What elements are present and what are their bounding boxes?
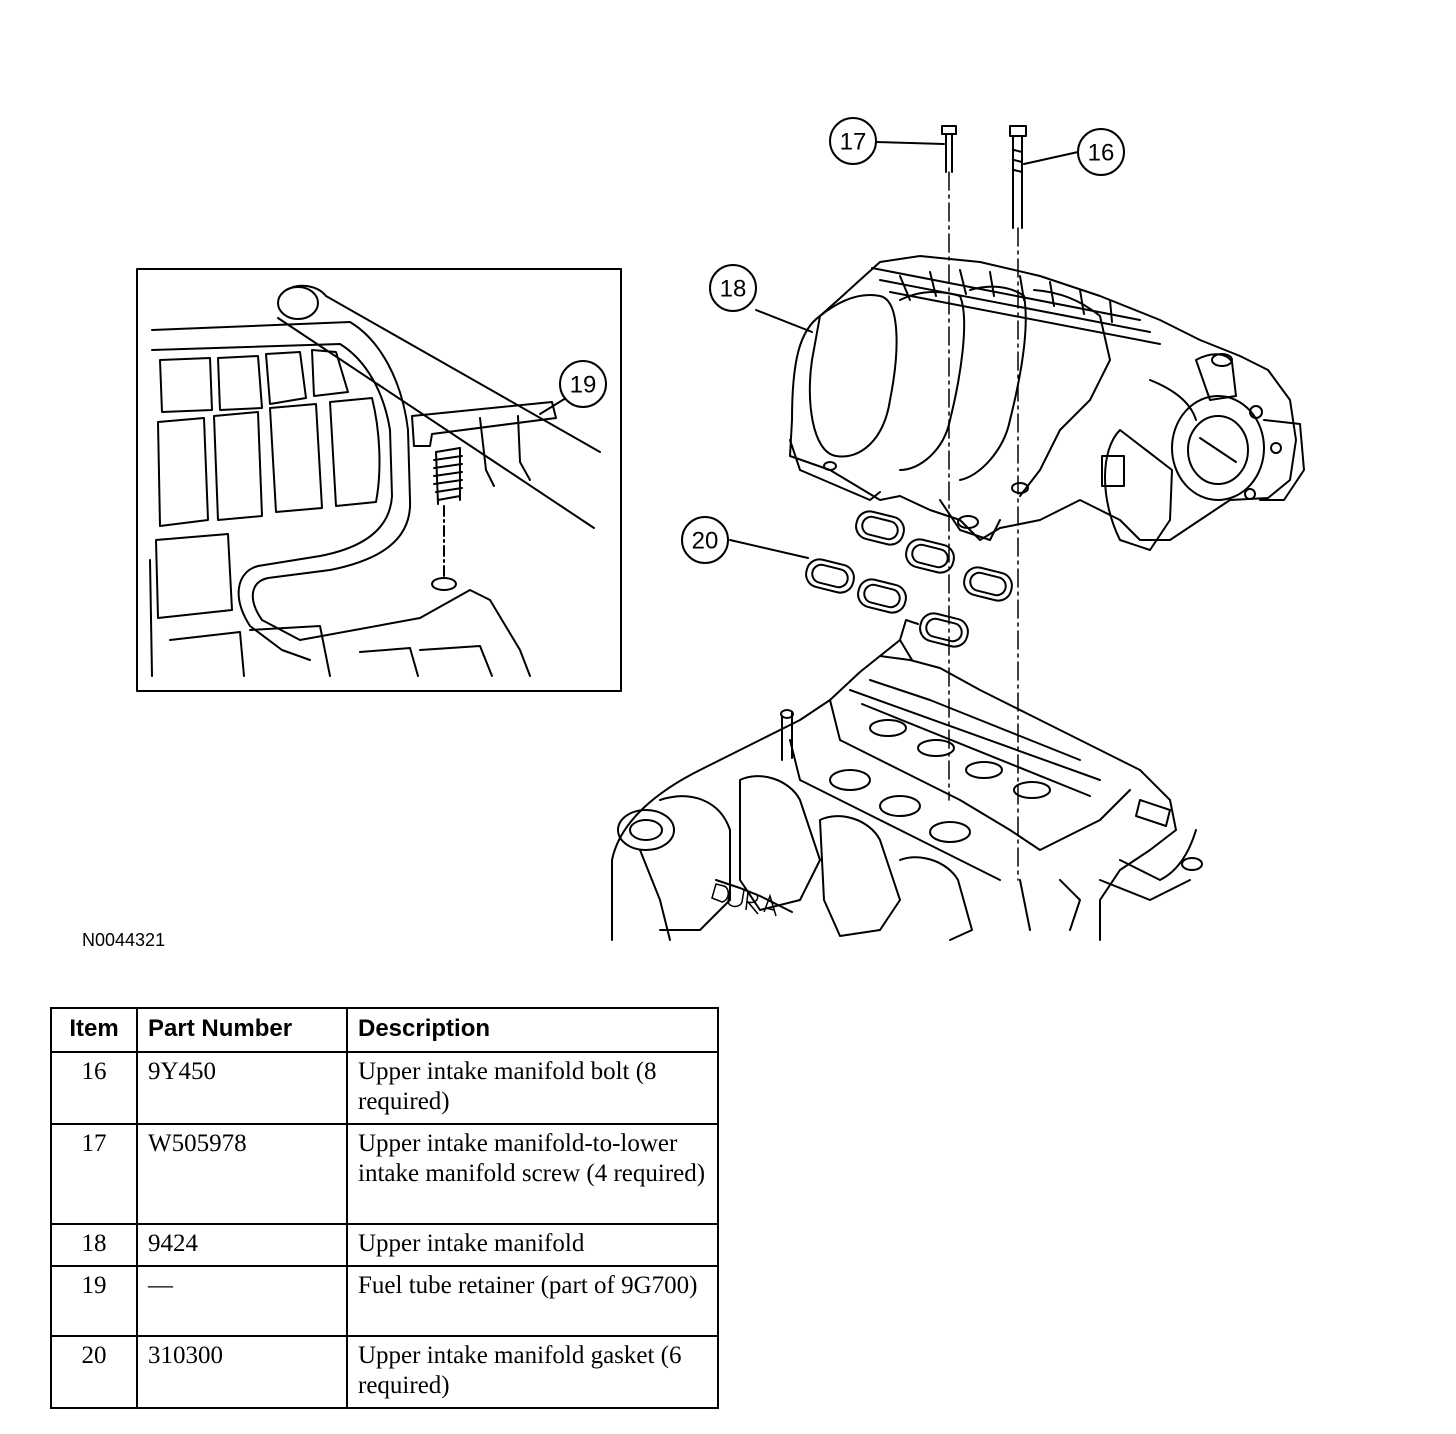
callout-17: 17 xyxy=(829,117,877,165)
cell-item: 19 xyxy=(50,1265,138,1337)
exploded-view-diagram: 17 16 18 19 20 xyxy=(136,117,1305,941)
cell-part-number: W505978 xyxy=(136,1123,348,1225)
cell-part-number: 9Y450 xyxy=(136,1051,348,1125)
header-description: Description xyxy=(346,1007,719,1053)
manifold-gaskets xyxy=(729,510,1013,648)
svg-text:20: 20 xyxy=(692,528,719,555)
callout-20: 20 xyxy=(681,516,729,564)
bolt-16 xyxy=(1009,125,1079,881)
engine-lower-manifold xyxy=(611,619,1203,941)
upper-intake-manifold xyxy=(755,255,1305,551)
cell-description: Fuel tube retainer (part of 9G700) xyxy=(346,1265,719,1337)
header-part-number: Part Number xyxy=(136,1007,348,1053)
header-item: Item xyxy=(50,1007,138,1053)
table-row: 20 310300 Upper intake manifold gasket (… xyxy=(50,1335,719,1409)
callout-16: 16 xyxy=(1077,128,1125,176)
parts-table: Item Part Number Description 16 9Y450 Up… xyxy=(50,1007,719,1409)
cell-part-number: 9424 xyxy=(136,1223,348,1267)
svg-text:18: 18 xyxy=(720,276,747,303)
svg-text:19: 19 xyxy=(570,372,597,399)
engine-cover-lettering xyxy=(711,883,777,917)
cell-item: 16 xyxy=(50,1051,138,1125)
svg-text:16: 16 xyxy=(1088,140,1115,167)
cell-description: Upper intake manifold gasket (6 required… xyxy=(346,1335,719,1409)
table-header-row: Item Part Number Description xyxy=(50,1007,719,1053)
cell-description: Upper intake manifold bolt (8 required) xyxy=(346,1051,719,1125)
cell-description: Upper intake manifold xyxy=(346,1223,719,1267)
table-row: 19 — Fuel tube retainer (part of 9G700) xyxy=(50,1265,719,1337)
table-row: 16 9Y450 Upper intake manifold bolt (8 r… xyxy=(50,1051,719,1125)
cell-item: 18 xyxy=(50,1223,138,1267)
callout-19: 19 xyxy=(559,360,607,408)
cell-description: Upper intake manifold-to-lower intake ma… xyxy=(346,1123,719,1225)
bolt-17 xyxy=(875,125,957,801)
cell-part-number: — xyxy=(136,1265,348,1337)
table-row: 17 W505978 Upper intake manifold-to-lowe… xyxy=(50,1123,719,1225)
detail-inset xyxy=(136,268,622,692)
cell-part-number: 310300 xyxy=(136,1335,348,1409)
callout-18: 18 xyxy=(709,264,757,312)
svg-text:17: 17 xyxy=(840,129,867,156)
callouts: 17 16 18 19 20 xyxy=(559,117,1125,564)
cell-item: 20 xyxy=(50,1335,138,1409)
figure-id: N0044321 xyxy=(82,930,166,950)
cell-item: 17 xyxy=(50,1123,138,1225)
table-row: 18 9424 Upper intake manifold xyxy=(50,1223,719,1267)
